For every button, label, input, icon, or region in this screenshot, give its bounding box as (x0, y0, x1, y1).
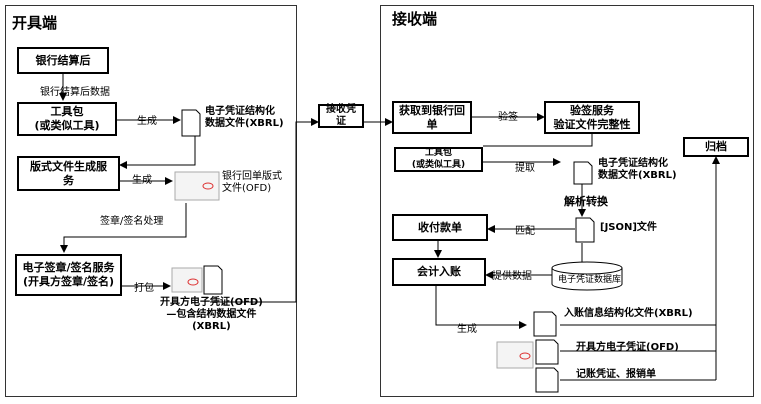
issuer-voucher-label: 开具方电子凭证(OFD) —包含结构数据文件 (XBRL) (160, 297, 263, 332)
receiver-panel (380, 5, 754, 397)
parse-convert-label: 解析转换 (564, 195, 608, 208)
pack-label: 打包 (134, 283, 154, 294)
accounting-box: 会计入账 (392, 258, 486, 286)
json-file-label: [JSON]文件 (600, 222, 657, 233)
archive-label: 归档 (705, 140, 727, 154)
ofd-receipt-label: 银行回单版式 文件(OFD) (222, 171, 282, 194)
layout-service-box: 版式文件生成服 务 (17, 156, 120, 191)
layout-service-label: 版式文件生成服 务 (30, 159, 107, 187)
toolkit-left-label: 工具包 (或类似工具) (34, 105, 100, 132)
payment-box: 收付款单 (392, 214, 488, 241)
receive-voucher-label: 接收凭证 (326, 103, 356, 128)
bank-settlement-box: 银行结算后 (17, 47, 109, 74)
bank-settlement-data-label: 银行结算后数据 (40, 87, 110, 98)
provide-data-label: 提供数据 (492, 271, 532, 282)
generate-label-right: 生成 (457, 324, 477, 335)
generate-label-1: 生成 (137, 116, 157, 127)
toolkit-box-right: 工具包 (或类似工具) (394, 147, 483, 172)
xbrl-file-label-left: 电子凭证结构化 数据文件(XBRL) (205, 106, 284, 129)
payment-label: 收付款单 (418, 220, 462, 234)
entry-xbrl-label: 入账信息结构化文件(XBRL) (564, 308, 693, 319)
generate-label-2: 生成 (132, 175, 152, 186)
bank-settlement-label: 银行结算后 (35, 53, 91, 67)
archive-box: 归档 (683, 137, 749, 157)
sign-process-label: 签章/签名处理 (100, 216, 164, 227)
database-label: 电子凭证数据库 (558, 275, 622, 285)
receiver-panel-title: 接收端 (392, 10, 438, 28)
esign-service-label: 电子签章/签名服务 (开具方签章/签名) (22, 261, 115, 288)
database-icon (551, 261, 623, 291)
issuer-panel-title: 开具端 (12, 14, 58, 32)
receive-voucher-box: 接收凭证 (318, 104, 364, 128)
get-bank-receipt-box: 获取到银行回 单 (392, 101, 472, 134)
vouchers-label: 记账凭证、报销单 (576, 369, 656, 380)
verify-service-label: 验签服务 验证文件完整性 (553, 103, 631, 131)
verify-label: 验签 (498, 112, 518, 123)
match-label: 匹配 (515, 226, 535, 237)
toolkit-box-left: 工具包 (或类似工具) (17, 102, 117, 136)
extract-label: 提取 (515, 163, 535, 174)
accounting-label: 会计入账 (417, 265, 461, 279)
toolkit-right-label: 工具包 (或类似工具) (411, 148, 466, 170)
verify-service-box: 验签服务 验证文件完整性 (544, 101, 640, 134)
issuer-ofd-label: 开具方电子凭证(OFD) (576, 342, 679, 353)
get-bank-receipt-label: 获取到银行回 单 (399, 103, 465, 131)
document-icons (171, 109, 595, 393)
xbrl-file-label-right: 电子凭证结构化 数据文件(XBRL) (598, 158, 677, 181)
esign-service-box: 电子签章/签名服务 (开具方签章/签名) (15, 254, 122, 296)
